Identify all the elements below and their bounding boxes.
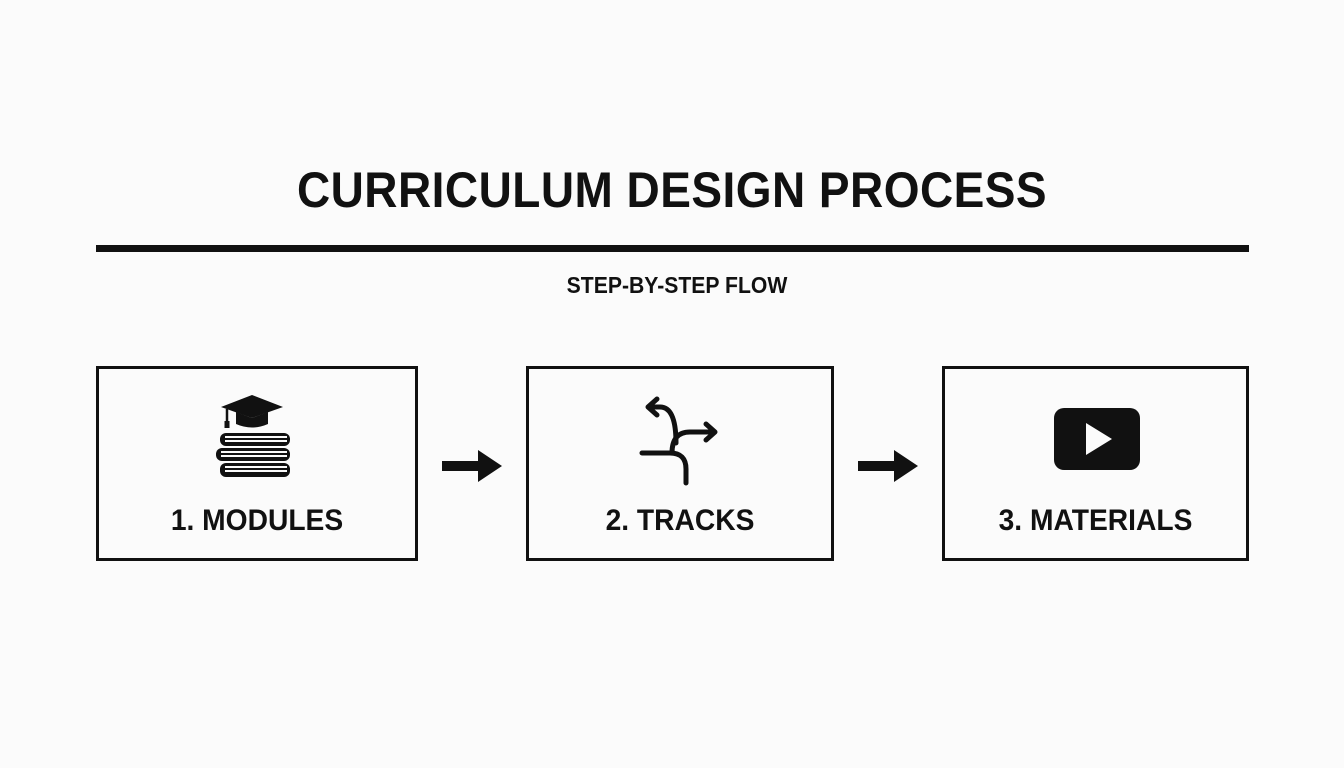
step-box-tracks: 2. TRACKS: [526, 366, 834, 561]
arrow-right-icon: [442, 450, 502, 482]
branching-paths-icon: [529, 391, 831, 491]
page-title: CURRICULUM DESIGN PROCESS: [296, 162, 1048, 218]
step-label-tracks: 2. TRACKS: [605, 504, 755, 537]
step-label-modules: 1. MODULES: [170, 504, 344, 537]
books-with-graduation-cap-icon: [99, 391, 415, 491]
video-play-icon: [945, 391, 1246, 491]
step-label-materials: 3. MATERIALS: [998, 504, 1193, 537]
step-box-materials: 3. MATERIALS: [942, 366, 1249, 561]
page-subtitle: STEP-BY-STEP FLOW: [566, 272, 788, 298]
step-box-modules: 1. MODULES: [96, 366, 418, 561]
title-divider: [96, 245, 1249, 252]
arrow-right-icon: [858, 450, 918, 482]
